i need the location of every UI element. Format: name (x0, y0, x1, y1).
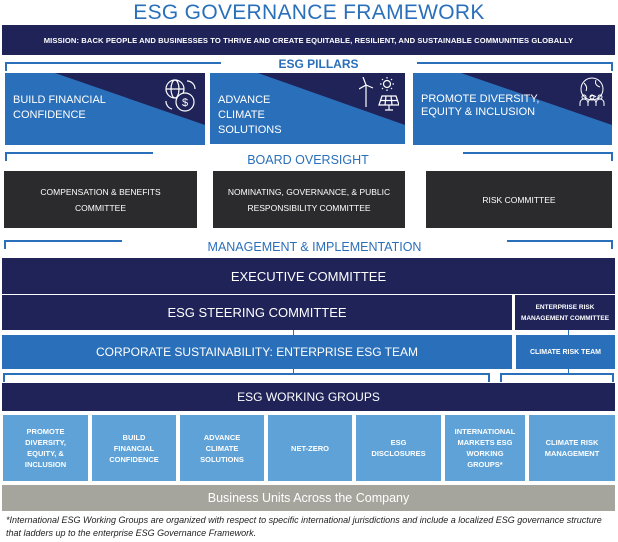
pillars-bracket-left (5, 62, 221, 71)
wind-solar-icon (359, 77, 399, 111)
esg-steering-committee: ESG STEERING COMMITTEE (2, 295, 512, 330)
working-group-climate-solutions: ADVANCE CLIMATE SOLUTIONS (180, 415, 264, 481)
working-group-dei: PROMOTE DIVERSITY, EQUITY, & INCLUSION (3, 415, 88, 481)
svg-text:$: $ (182, 97, 188, 109)
pillar-label: PROMOTE DIVERSITY, EQUITY & INCLUSION (421, 93, 540, 118)
enterprise-risk-management-committee: ENTERPRISE RISK MANAGEMENT COMMITTEE (515, 295, 615, 330)
executive-committee: EXECUTIVE COMMITTEE (2, 258, 615, 294)
management-label: MANAGEMENT & IMPLEMENTATION (207, 240, 422, 254)
pillar-advance-climate-solutions: ADVANCE CLIMATE SOLUTIONS (210, 73, 405, 144)
board-label: BOARD OVERSIGHT (247, 153, 369, 167)
connector-line (293, 330, 294, 335)
working-group-climate-risk-management: CLIMATE RISK MANAGEMENT (529, 415, 615, 481)
management-bracket-right (507, 240, 613, 249)
board-bracket-right (463, 152, 613, 161)
connector-line (568, 369, 569, 375)
pillar-label: ADVANCE CLIMATE SOLUTIONS (218, 94, 282, 136)
business-units-bar: Business Units Across the Company (2, 485, 615, 511)
mission-banner: MISSION: BACK PEOPLE AND BUSINESSES TO T… (2, 25, 615, 55)
globe-people-icon (579, 77, 605, 106)
esg-working-groups: ESG WORKING GROUPS (2, 383, 615, 411)
working-group-esg-disclosures: ESG DISCLOSURES (356, 415, 441, 481)
pillars-label: ESG PILLARS (278, 56, 359, 71)
working-group-financial-confidence: BUILD FINANCIAL CONFIDENCE (92, 415, 176, 481)
globe-dollar-icon: $ (165, 79, 196, 112)
working-group-international-markets: INTERNATIONAL MARKETS ESG WORKING GROUPS… (445, 415, 525, 481)
climate-risk-team: CLIMATE RISK TEAM (516, 335, 615, 369)
corporate-sustainability-team: CORPORATE SUSTAINABILITY: ENTERPRISE ESG… (2, 335, 512, 369)
pillars-bracket-right (417, 62, 613, 71)
pillar-promote-dei: PROMOTE DIVERSITY, EQUITY & INCLUSION (413, 73, 612, 145)
connector-line (293, 369, 294, 375)
committee-nominating: NOMINATING, GOVERNANCE, & PUBLIC RESPONS… (213, 171, 405, 228)
page-title: ESG GOVERNANCE FRAMEWORK (133, 0, 485, 24)
working-groups-bracket-left (3, 373, 490, 382)
pillar-label: BUILD FINANCIAL CONFIDENCE (13, 94, 106, 121)
footnote: *International ESG Working Groups are or… (6, 515, 602, 538)
working-group-net-zero: NET-ZERO (268, 415, 352, 481)
committee-risk: RISK COMMITTEE (426, 171, 612, 228)
pillar-build-financial-confidence: BUILD FINANCIAL CONFIDENCE $ (5, 73, 205, 145)
management-bracket-left (4, 240, 122, 249)
working-groups-bracket-right (500, 373, 614, 382)
connector-line (568, 330, 569, 335)
committee-compensation: COMPENSATION & BENEFITS COMMITTEE (4, 171, 197, 228)
board-bracket-left (5, 152, 153, 161)
